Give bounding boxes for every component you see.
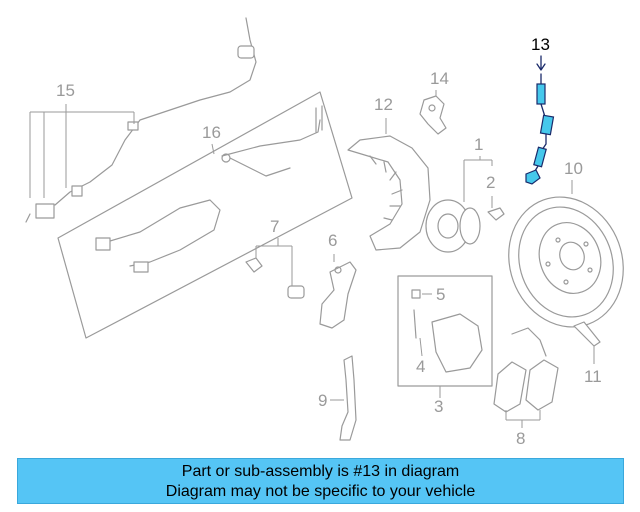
- leader-15: [29, 104, 135, 198]
- callout-2: 2: [486, 173, 495, 192]
- info-banner: Part or sub-assembly is #13 in diagram D…: [17, 458, 624, 504]
- callout-1: 1: [474, 135, 483, 154]
- callout-12: 12: [374, 95, 393, 114]
- part-12-splash-shield[interactable]: [347, 135, 431, 251]
- part-8-brake-pads[interactable]: [493, 327, 559, 413]
- part-9-clip[interactable]: [339, 355, 357, 441]
- part-2-hub-bolt[interactable]: [487, 207, 505, 221]
- callout-8: 8: [516, 429, 525, 448]
- callout-6: 6: [328, 231, 337, 250]
- banner-line-2: Diagram may not be specific to your vehi…: [165, 483, 476, 500]
- part-3-caliper-assembly[interactable]: [397, 275, 493, 387]
- callout-13: 13: [531, 35, 550, 54]
- callout-3: 3: [434, 397, 443, 416]
- callout-15: 15: [56, 81, 75, 100]
- part-11-rotor-bolt[interactable]: [573, 321, 601, 347]
- callout-10: 10: [564, 159, 583, 178]
- part-10-brake-rotor[interactable]: [491, 181, 640, 343]
- part-1-wheel-hub[interactable]: [425, 199, 481, 253]
- part-7-clips[interactable]: [245, 257, 305, 299]
- callout-16: 16: [202, 123, 221, 142]
- part-13-brake-hose[interactable]: [525, 73, 555, 185]
- callout-11: 11: [584, 367, 602, 386]
- callout-5: 5: [436, 285, 445, 304]
- part-15-sensor-wire[interactable]: [25, 17, 257, 223]
- callout-4: 4: [416, 357, 425, 376]
- part-14-bracket[interactable]: [419, 95, 447, 135]
- part-6-caliper-carrier[interactable]: [319, 261, 357, 329]
- part-16-harness-panel[interactable]: [57, 91, 353, 339]
- callout-7: 7: [270, 217, 279, 236]
- banner-line-1: Part or sub-assembly is #13 in diagram: [181, 463, 460, 480]
- callout-14: 14: [430, 69, 449, 88]
- callout-9: 9: [318, 391, 327, 410]
